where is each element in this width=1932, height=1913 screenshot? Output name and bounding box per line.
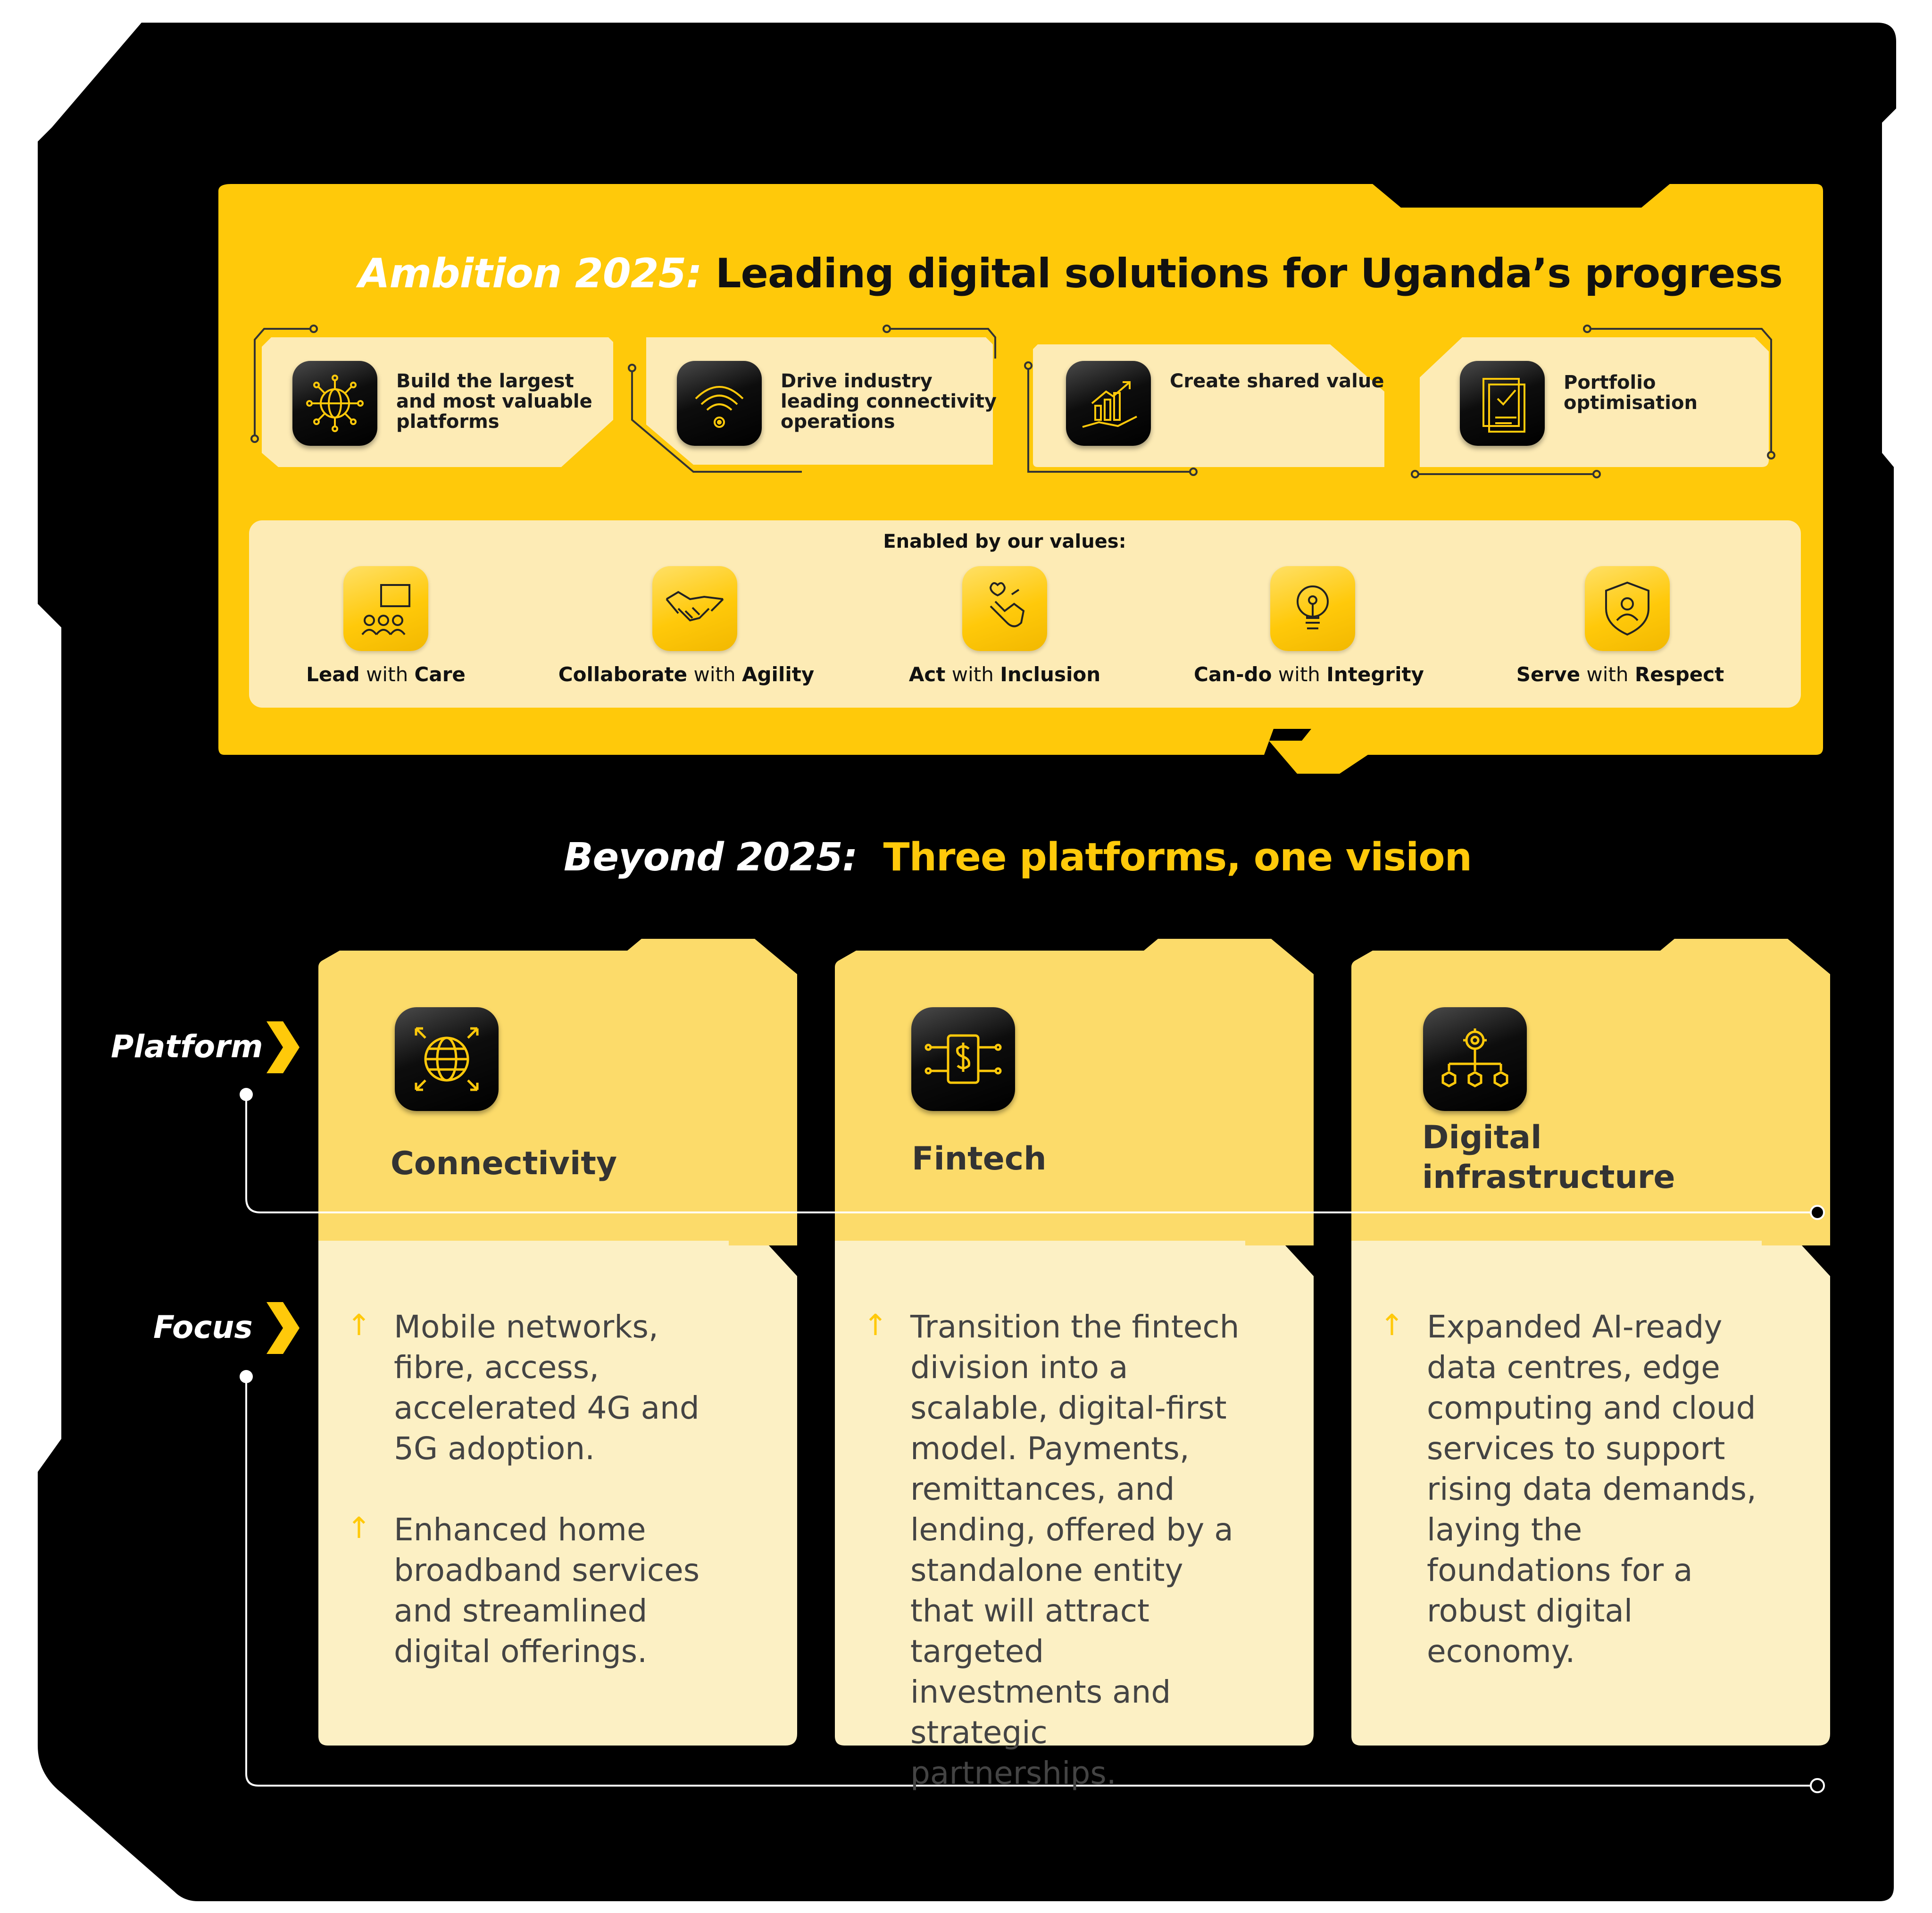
focus-list-2: ↑Transition the fintech division into a … (863, 1307, 1241, 1834)
globe-arrows-icon (395, 1007, 499, 1111)
focus-item: ↑Transition the fintech division into a … (863, 1307, 1241, 1794)
platform-title-2: Fintech (912, 1140, 1047, 1178)
pillar-text-4: Portfolio optimisation (1564, 372, 1698, 414)
pillar-connectors (254, 328, 1772, 475)
dollar-circuit-icon (911, 1007, 1015, 1111)
pillar-text-1: Build the largest and most valuable plat… (396, 370, 592, 433)
beyond-title: Three platforms, one vision (883, 835, 1472, 880)
gear-cubes-icon (1423, 1007, 1527, 1111)
document-check-icon (1460, 361, 1545, 446)
row-connectors (245, 1094, 1811, 1787)
arrow-up-icon: ↑ (347, 1308, 371, 1342)
value-label-5: Serve with Respect (1516, 663, 1724, 686)
ambition-title: Leading digital solutions for Uganda’s p… (715, 250, 1783, 297)
pillar-text-3: Create shared value (1170, 370, 1384, 392)
values-title: Enabled by our values: (883, 531, 1126, 552)
globe-network-icon (292, 361, 377, 446)
row-connector-dots (240, 1088, 1825, 1793)
focus-item: ↑Enhanced home broadband services and st… (347, 1510, 724, 1672)
beyond-heading: Beyond 2025: Three platforms, one vision (564, 835, 1472, 880)
pillar-text-2: Drive industry leading connectivity oper… (781, 370, 997, 433)
beyond-prefix: Beyond 2025: (564, 835, 858, 880)
value-label-3: Act with Inclusion (908, 663, 1101, 686)
wifi-signal-icon (677, 361, 762, 446)
group-presenting-icon (343, 566, 428, 651)
ambition-heading: Ambition 2025: Leading digital solutions… (358, 250, 1783, 297)
hand-heart-icon (962, 566, 1047, 651)
focus-row-label: Focus (153, 1309, 253, 1345)
platform-title-3: Digital infrastructure (1422, 1119, 1675, 1196)
ambition-prefix: Ambition 2025: (358, 250, 702, 297)
focus-item: ↑Mobile networks, fibre, access, acceler… (347, 1307, 724, 1469)
hand-growth-chart-icon (1066, 361, 1151, 446)
value-label-2: Collaborate with Agility (558, 663, 815, 686)
arrow-up-icon: ↑ (347, 1511, 371, 1545)
focus-chevron-icon (266, 1302, 300, 1354)
arrow-up-icon: ↑ (863, 1308, 888, 1342)
platform-title-1: Connectivity (391, 1145, 617, 1182)
lightbulb-icon (1270, 566, 1355, 651)
arrow-up-icon: ↑ (1380, 1308, 1404, 1342)
handshake-icon (652, 566, 737, 651)
connector-dots (250, 325, 1775, 478)
platform-row-label: Platform (111, 1028, 263, 1065)
value-label-1: Lead with Care (306, 663, 466, 686)
focus-list-3: ↑Expanded AI-ready data centres, edge co… (1380, 1307, 1757, 1713)
focus-item: ↑Expanded AI-ready data centres, edge co… (1380, 1307, 1757, 1672)
focus-list-1: ↑Mobile networks, fibre, access, acceler… (347, 1307, 724, 1713)
shield-person-icon (1585, 566, 1670, 651)
platform-chevron-icon (266, 1021, 300, 1073)
value-label-4: Can-do with Integrity (1194, 663, 1424, 686)
